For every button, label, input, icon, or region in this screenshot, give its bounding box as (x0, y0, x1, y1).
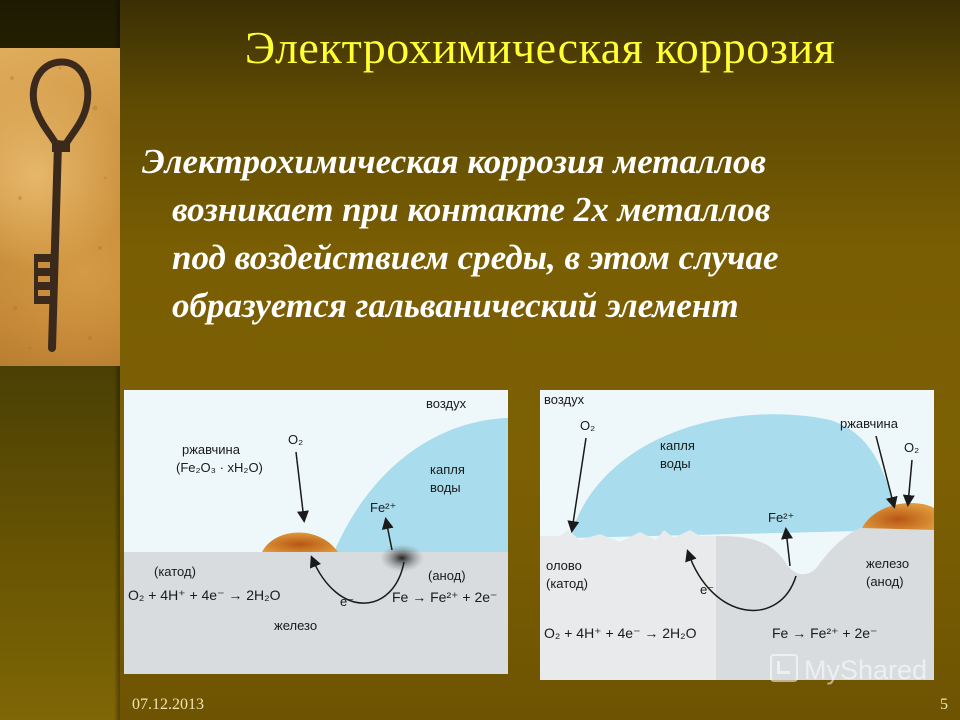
label-drop-1: капля (660, 438, 695, 453)
label-electron: e⁻ (340, 594, 354, 609)
rust-deposit (862, 502, 934, 530)
myshared-logo-icon (770, 654, 798, 682)
label-tin-2: (катод) (546, 576, 588, 591)
body-line: Электрохимическая коррозия металлов (142, 142, 767, 181)
label-cathode: (катод) (154, 564, 196, 579)
anode-equation: Fe → Fe²⁺ + 2e⁻ (392, 589, 497, 605)
label-o2: O₂ (288, 432, 303, 447)
label-fe2: Fe²⁺ (370, 500, 396, 515)
key-icon (10, 58, 107, 352)
electron-flow-arrow (685, 549, 797, 612)
water-drop (334, 418, 508, 552)
slide-date: 07.12.2013 (132, 696, 204, 713)
label-o2-left: O₂ (580, 418, 595, 433)
cathode-equation: O₂ + 4H⁺ + 4e⁻ → 2H₂O (128, 587, 281, 603)
label-iron-2: (анод) (866, 574, 904, 589)
iron-metal (124, 552, 508, 674)
label-fe2: Fe²⁺ (768, 510, 794, 525)
label-air: воздух (544, 392, 585, 407)
label-iron-1: железо (866, 556, 909, 571)
iron-metal (716, 512, 934, 680)
watermark: MyShared (770, 654, 927, 686)
body-paragraph: Электрохимическая коррозия металлов возн… (142, 138, 942, 330)
slide-title: Электрохимическая коррозия (244, 22, 836, 73)
label-drop-1: капля (430, 462, 465, 477)
label-rust: ржавчина (840, 416, 899, 431)
label-rust-formula: (Fe₂O₃ · xH₂O) (176, 460, 263, 475)
body-line: под воздействием среды, в этом случае (172, 238, 779, 277)
electron-flow-arrow (309, 555, 405, 604)
watermark-text: MyShared (804, 655, 928, 685)
water-drop (570, 414, 900, 538)
label-drop-2: воды (660, 456, 691, 471)
label-air: воздух (426, 396, 467, 411)
slide-page-number: 5 (940, 696, 948, 713)
key-photo (0, 48, 120, 366)
corrosion-diagram-iron: воздух ржавчина (Fe₂O₃ · xH₂O) O₂ капля … (124, 390, 508, 674)
label-electron: e⁻ (700, 582, 714, 597)
anode-equation: Fe → Fe²⁺ + 2e⁻ (772, 625, 877, 641)
label-o2-right: O₂ (904, 440, 919, 455)
tin-coating (540, 530, 716, 680)
label-iron: железо (274, 618, 317, 633)
label-rust: ржавчина (182, 442, 241, 457)
cathode-equation: O₂ + 4H⁺ + 4e⁻ → 2H₂O (544, 625, 697, 641)
anode-pit (380, 544, 424, 572)
corrosion-diagram-tin-iron: воздух O₂ капля воды ржавчина O₂ Fe²⁺ e⁻… (540, 390, 934, 680)
label-drop-2: воды (430, 480, 461, 495)
body-line: возникает при контакте 2х металлов (172, 190, 771, 229)
body-line: образуется гальванический элемент (172, 286, 739, 325)
label-tin-1: олово (546, 558, 582, 573)
rust-deposit (262, 532, 338, 552)
label-anode: (анод) (428, 568, 466, 583)
